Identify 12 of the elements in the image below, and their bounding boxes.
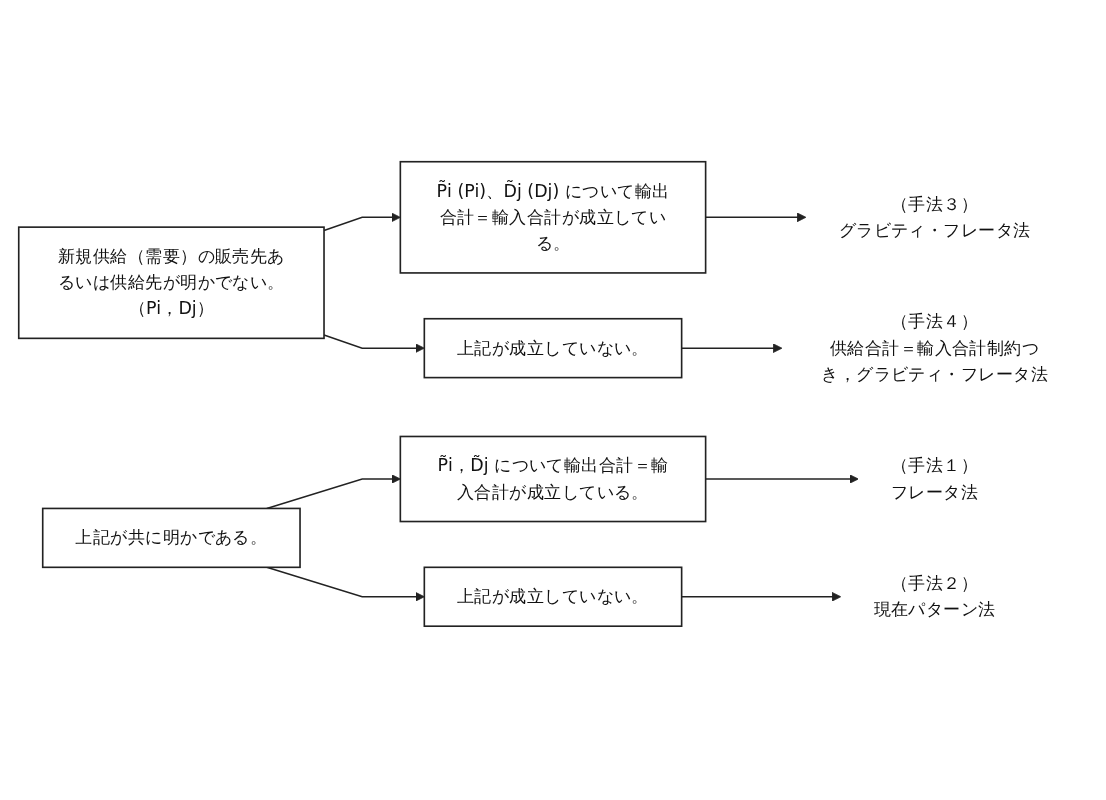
arrow [323, 333, 425, 353]
node-text: （手法１） フレータ法 [891, 454, 979, 502]
node-text: （手法３） グラビティ・フレータ法 [838, 192, 1031, 240]
arrow [266, 566, 425, 602]
node-box: 上記が成立していない。 [423, 317, 683, 378]
node-box: 上記が成立していない。 [423, 566, 683, 627]
node-box: P̃i (Pi)、D̃j (Dj) について輸出合計＝輸入合計が成立している。 [399, 160, 707, 274]
node-text: （手法４） 供給合計＝輸入合計制約つき，グラビティ・フレータ法 [821, 310, 1048, 384]
node-box: P̃i，D̃j について輸出合計＝輸入合計が成立している。 [399, 435, 707, 522]
node-box: 新規供給（需要）の販売先あるいは供給先が明かでない。（Pi，Dj） [17, 225, 325, 339]
node-box: 上記が共に明かである。 [41, 507, 301, 568]
node-text: （手法２） 現在パターン法 [873, 572, 996, 620]
